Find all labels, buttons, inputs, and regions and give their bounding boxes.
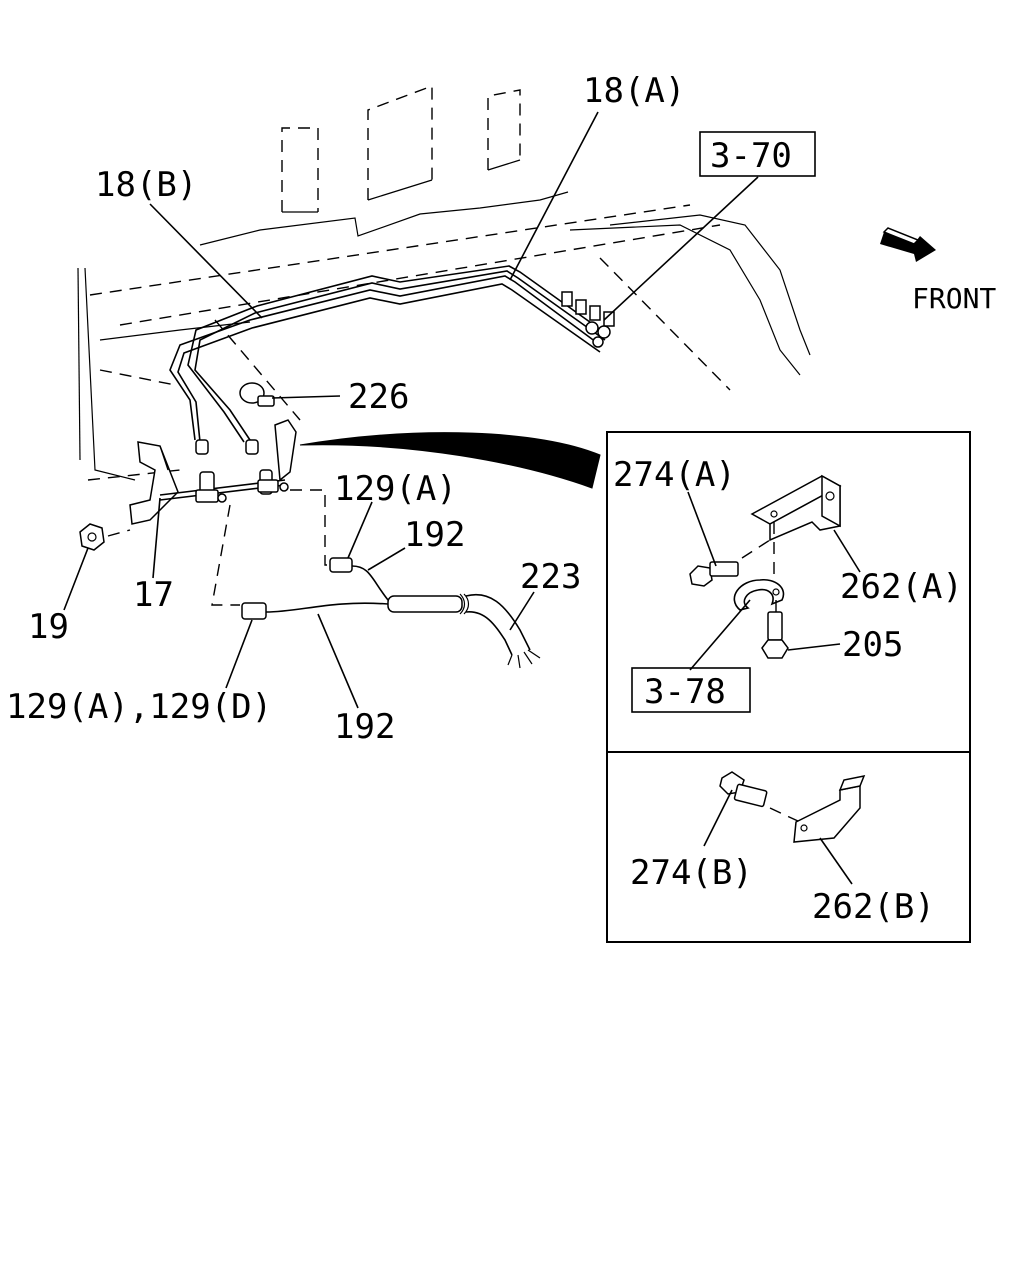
label-192-top: 192 [404, 515, 465, 555]
pipe-clip-cluster [561, 291, 615, 348]
brake-pipes [169, 265, 609, 455]
vehicle-frame-outline [77, 84, 811, 481]
label-19: 19 [28, 607, 69, 647]
pipe-clamp [733, 522, 785, 612]
label-205: 205 [842, 625, 903, 665]
label-192-bottom: 192 [334, 707, 395, 747]
bolt-274a [689, 539, 771, 587]
bolt-274b [719, 771, 801, 823]
bolt-205 [761, 611, 789, 659]
label-18b: 18(B) [95, 165, 197, 205]
label-3-70: 3-70 [710, 136, 792, 176]
leader-lines [63, 111, 861, 885]
bracket-262a [750, 474, 842, 542]
label-223: 223 [520, 557, 581, 597]
sensor-fittings [195, 469, 289, 503]
label-262a: 262(A) [840, 567, 963, 607]
label-226: 226 [348, 377, 409, 417]
label-274a: 274(A) [613, 455, 736, 495]
dashed-routing [211, 489, 335, 606]
ref-box-3-70 [699, 131, 816, 177]
detail-inset [606, 431, 971, 943]
label-3-78: 3-78 [644, 672, 726, 712]
bracket-262b [793, 774, 866, 843]
label-18a: 18(A) [583, 71, 685, 111]
detail-callout-arrow [299, 432, 601, 489]
nut-19 [79, 523, 131, 551]
wiring-harness [241, 557, 541, 669]
label-274b: 274(B) [630, 853, 753, 893]
label-129a-top: 129(A) [334, 469, 457, 509]
label-129a-129d: 129(A),129(D) [6, 687, 272, 727]
label-262b: 262(B) [812, 887, 935, 927]
front-direction-arrow-icon [880, 227, 936, 262]
label-front: FRONT [912, 282, 996, 315]
bolt-226 [239, 382, 275, 407]
label-17: 17 [133, 575, 174, 615]
